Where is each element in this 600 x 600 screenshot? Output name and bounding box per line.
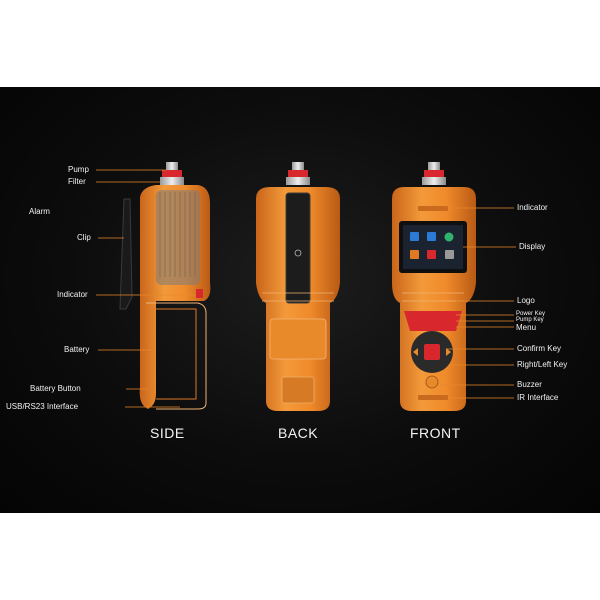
label-usb-interface: USB/RS23 Interface [6,402,79,411]
product-photo: Pump Filter Alarm Clip Indicator Battery… [0,87,600,513]
gas-detector-illustration [96,162,516,411]
front-indicator [418,206,448,211]
label-logo: Logo [517,296,535,305]
label-clip: Clip [77,233,91,242]
buzzer-grille [425,375,439,389]
label-indicator-side: Indicator [57,290,88,299]
label-pump: Pump [68,165,89,174]
label-indicator-front: Indicator [517,203,548,212]
label-display: Display [519,242,546,251]
confirm-key [424,344,440,360]
caption-back: BACK [278,425,319,441]
label-confirm-key: Confirm Key [517,344,562,353]
label-battery: Battery [64,345,90,354]
ir-window [418,395,448,400]
clip [119,198,133,310]
back-clip [285,192,311,304]
leader-lines [96,169,516,408]
caption-front: FRONT [410,425,461,441]
caption-side: SIDE [150,425,185,441]
display-screen [403,225,463,269]
label-ir-interface: IR Interface [517,393,559,402]
label-buzzer: Buzzer [517,380,542,389]
side-view-device [119,162,211,410]
power-pump-keys [404,311,462,331]
back-view-device [256,162,340,411]
pump-cap [166,162,178,170]
display-app-icons [410,232,454,259]
label-power-key: Power Key [516,311,546,317]
side-indicator [196,289,203,298]
label-filter: Filter [68,177,86,186]
label-menu: Menu [516,323,537,332]
label-battery-button: Battery Button [30,384,81,393]
label-right-left-key: Right/Left Key [517,360,568,369]
front-view-device [392,162,476,411]
label-pump-key: Pump Key [516,317,544,323]
label-alarm: Alarm [29,207,50,216]
